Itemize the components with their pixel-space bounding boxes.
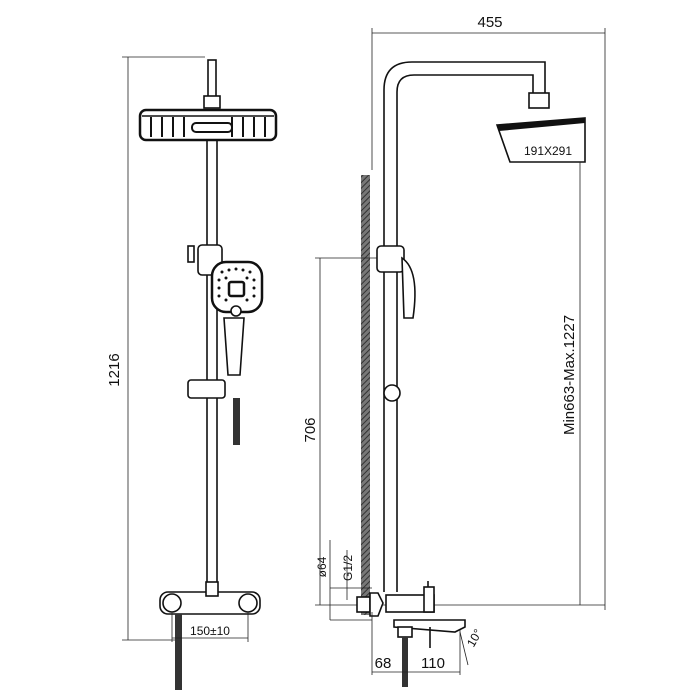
- adjustable-height-label: Min663-Max.1227: [561, 315, 578, 435]
- side-view: 455 191X291 Min663-Max.1227 706: [302, 14, 606, 687]
- diameter-label: ø64: [315, 556, 329, 577]
- mixer-front: [159, 581, 261, 690]
- dimension-455: 455: [371, 14, 606, 610]
- hand-shower-front: [210, 260, 264, 376]
- mixer-spacing-label: 150±10: [190, 624, 230, 638]
- slider-side: [383, 384, 401, 402]
- dimension-150: 150±10: [171, 612, 249, 642]
- wall-offset-label: 68: [375, 655, 392, 672]
- spout-length-label: 110: [421, 655, 445, 672]
- top-arm: [207, 59, 217, 99]
- holder-knob: [187, 245, 195, 263]
- hand-shower-side: [401, 256, 416, 319]
- bracket-height-label: 706: [302, 417, 319, 442]
- angle-label: 10°: [464, 626, 485, 649]
- overhead-shower-front: [138, 108, 278, 142]
- head-size-label: 191X291: [524, 144, 572, 158]
- head-nut: [203, 95, 221, 109]
- dimension-adjustable: Min663-Max.1227: [561, 162, 581, 605]
- width-label: 455: [477, 14, 502, 31]
- thread-label: G1/2: [341, 555, 355, 581]
- hose-front: [233, 398, 240, 445]
- side-holder: [376, 245, 405, 273]
- front-view: 1216: [106, 56, 278, 690]
- riser-pipe: [206, 139, 218, 596]
- dimension-1216: 1216: [106, 56, 205, 641]
- wall-hatch: [361, 175, 370, 615]
- slider-front: [187, 379, 226, 399]
- side-head-nut: [528, 92, 550, 109]
- mixer-side: ø64 G1/2: [315, 540, 605, 687]
- height-label: 1216: [106, 353, 123, 386]
- overhead-shower-side: 191X291: [495, 117, 586, 163]
